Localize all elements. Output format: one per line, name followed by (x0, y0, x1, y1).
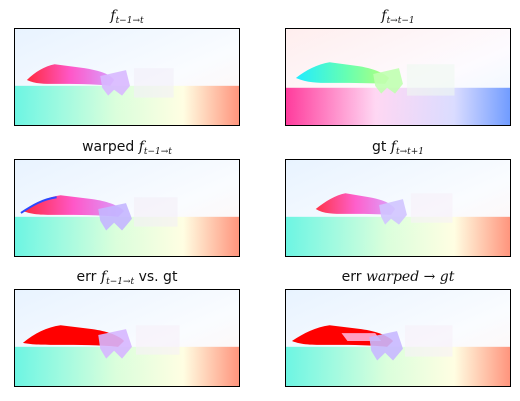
panel-6-title: err warped → gt (341, 269, 455, 285)
panel-2-flow-image (285, 28, 511, 126)
panel-3-flow-image (14, 159, 240, 257)
panel-1-flow-image (14, 28, 240, 126)
panel-5-title: err ft−1→t vs. gt (76, 269, 178, 287)
panel-4-flow-image (285, 159, 511, 257)
panel-6-error-image (285, 289, 511, 387)
panel-3-title: warped ft−1→t (82, 139, 172, 157)
panel-4-title: gt ft→t+1 (371, 139, 425, 157)
panel-5-error-image (14, 289, 240, 387)
panel-1-title: ft−1→t (110, 8, 144, 26)
panel-2-title: ft→t−1 (381, 8, 415, 26)
